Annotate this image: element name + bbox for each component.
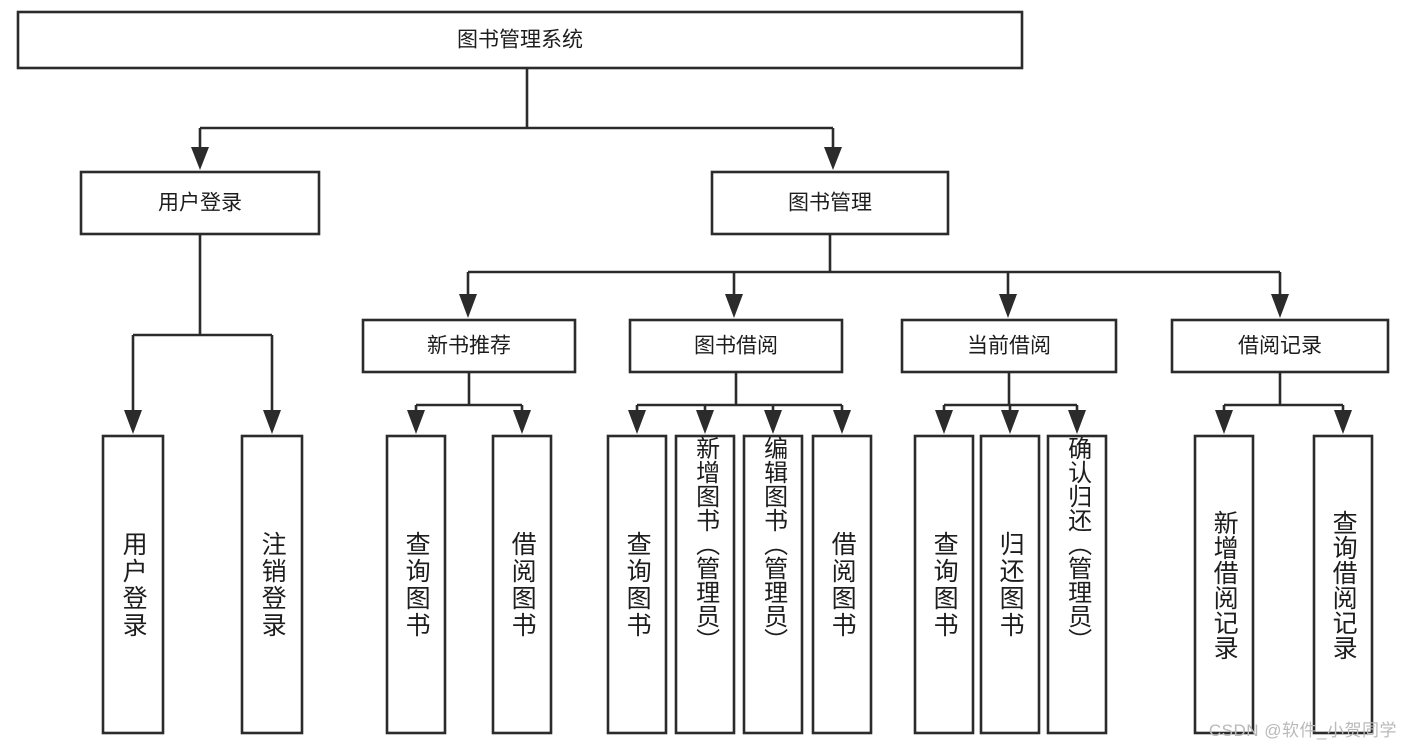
arrow-borrow-leaf2-icon [696,410,714,434]
node-book-management-label: 图书管理 [788,192,872,215]
node-root-box[interactable] [16,10,1024,70]
arrow-current-leaf2-icon [1001,410,1019,434]
leaf-box-return-book[interactable] [979,434,1041,735]
node-root[interactable]: 图书管理系统 [16,10,1024,70]
arrow-record-leaf2-icon [1334,410,1352,434]
leaf-box-query-borrow-record[interactable] [1312,434,1374,735]
leaf-box-borrow-book-2[interactable] [811,434,873,735]
node-new-book-recommend-box[interactable] [361,318,577,374]
arrow-newbook-icon [459,294,477,318]
node-root-label: 图书管理系统 [457,29,583,52]
arrow-root-to-bookmgmt-icon [824,147,842,170]
node-book-management-box[interactable] [710,170,950,236]
arrow-borrow-leaf1-icon [628,410,646,434]
node-borrow-record[interactable]: 借阅记录 [1170,318,1390,374]
leaf-box-logout[interactable] [240,434,304,735]
arrow-borrow-leaf3-icon [764,410,782,434]
node-current-borrow-label: 当前借阅 [967,335,1051,358]
node-user-login-label: 用户登录 [158,192,242,215]
arrow-current-icon [999,294,1017,318]
arrow-record-icon [1271,294,1289,318]
node-user-login[interactable]: 用户登录 [79,170,321,236]
arrow-newbook-leaf2-icon [513,410,531,434]
node-new-book-recommend[interactable]: 新书推荐 [361,318,577,374]
node-book-borrow[interactable]: 图书借阅 [628,318,844,374]
node-new-book-recommend-label: 新书推荐 [427,335,511,358]
arrow-login-leaf1-icon [124,410,142,434]
arrow-borrow-icon [725,294,743,318]
leaf-box-query-book-1[interactable] [385,434,447,735]
leaf-box-edit-book-admin[interactable] [742,434,804,735]
node-borrow-record-box[interactable] [1170,318,1390,374]
leaf-box-add-borrow-record[interactable] [1193,434,1255,735]
arrow-record-leaf1-icon [1215,410,1233,434]
arrow-login-leaf2-icon [263,410,281,434]
node-book-borrow-box[interactable] [628,318,844,374]
node-book-borrow-label: 图书借阅 [694,335,778,358]
leaf-box-query-book-2[interactable] [606,434,668,735]
csdn-watermark: CSDN @软件_小贺同学 [1208,721,1397,740]
node-borrow-record-label: 借阅记录 [1238,335,1322,358]
leaf-box-query-book-3[interactable] [913,434,975,735]
arrow-current-leaf3-icon [1068,410,1086,434]
arrow-current-leaf1-icon [935,410,953,434]
node-current-borrow[interactable]: 当前借阅 [900,318,1118,374]
node-current-borrow-box[interactable] [900,318,1118,374]
arrow-newbook-leaf1-icon [407,410,425,434]
leaf-box-add-book-admin[interactable] [674,434,736,735]
leaf-box-confirm-return-admin[interactable] [1046,434,1108,735]
arrow-borrow-leaf4-icon [833,410,851,434]
leaf-box-borrow-book-1[interactable] [491,434,553,735]
arrow-root-to-login-icon [191,147,209,170]
node-book-management[interactable]: 图书管理 [710,170,950,236]
leaf-box-user-login[interactable] [101,434,165,735]
